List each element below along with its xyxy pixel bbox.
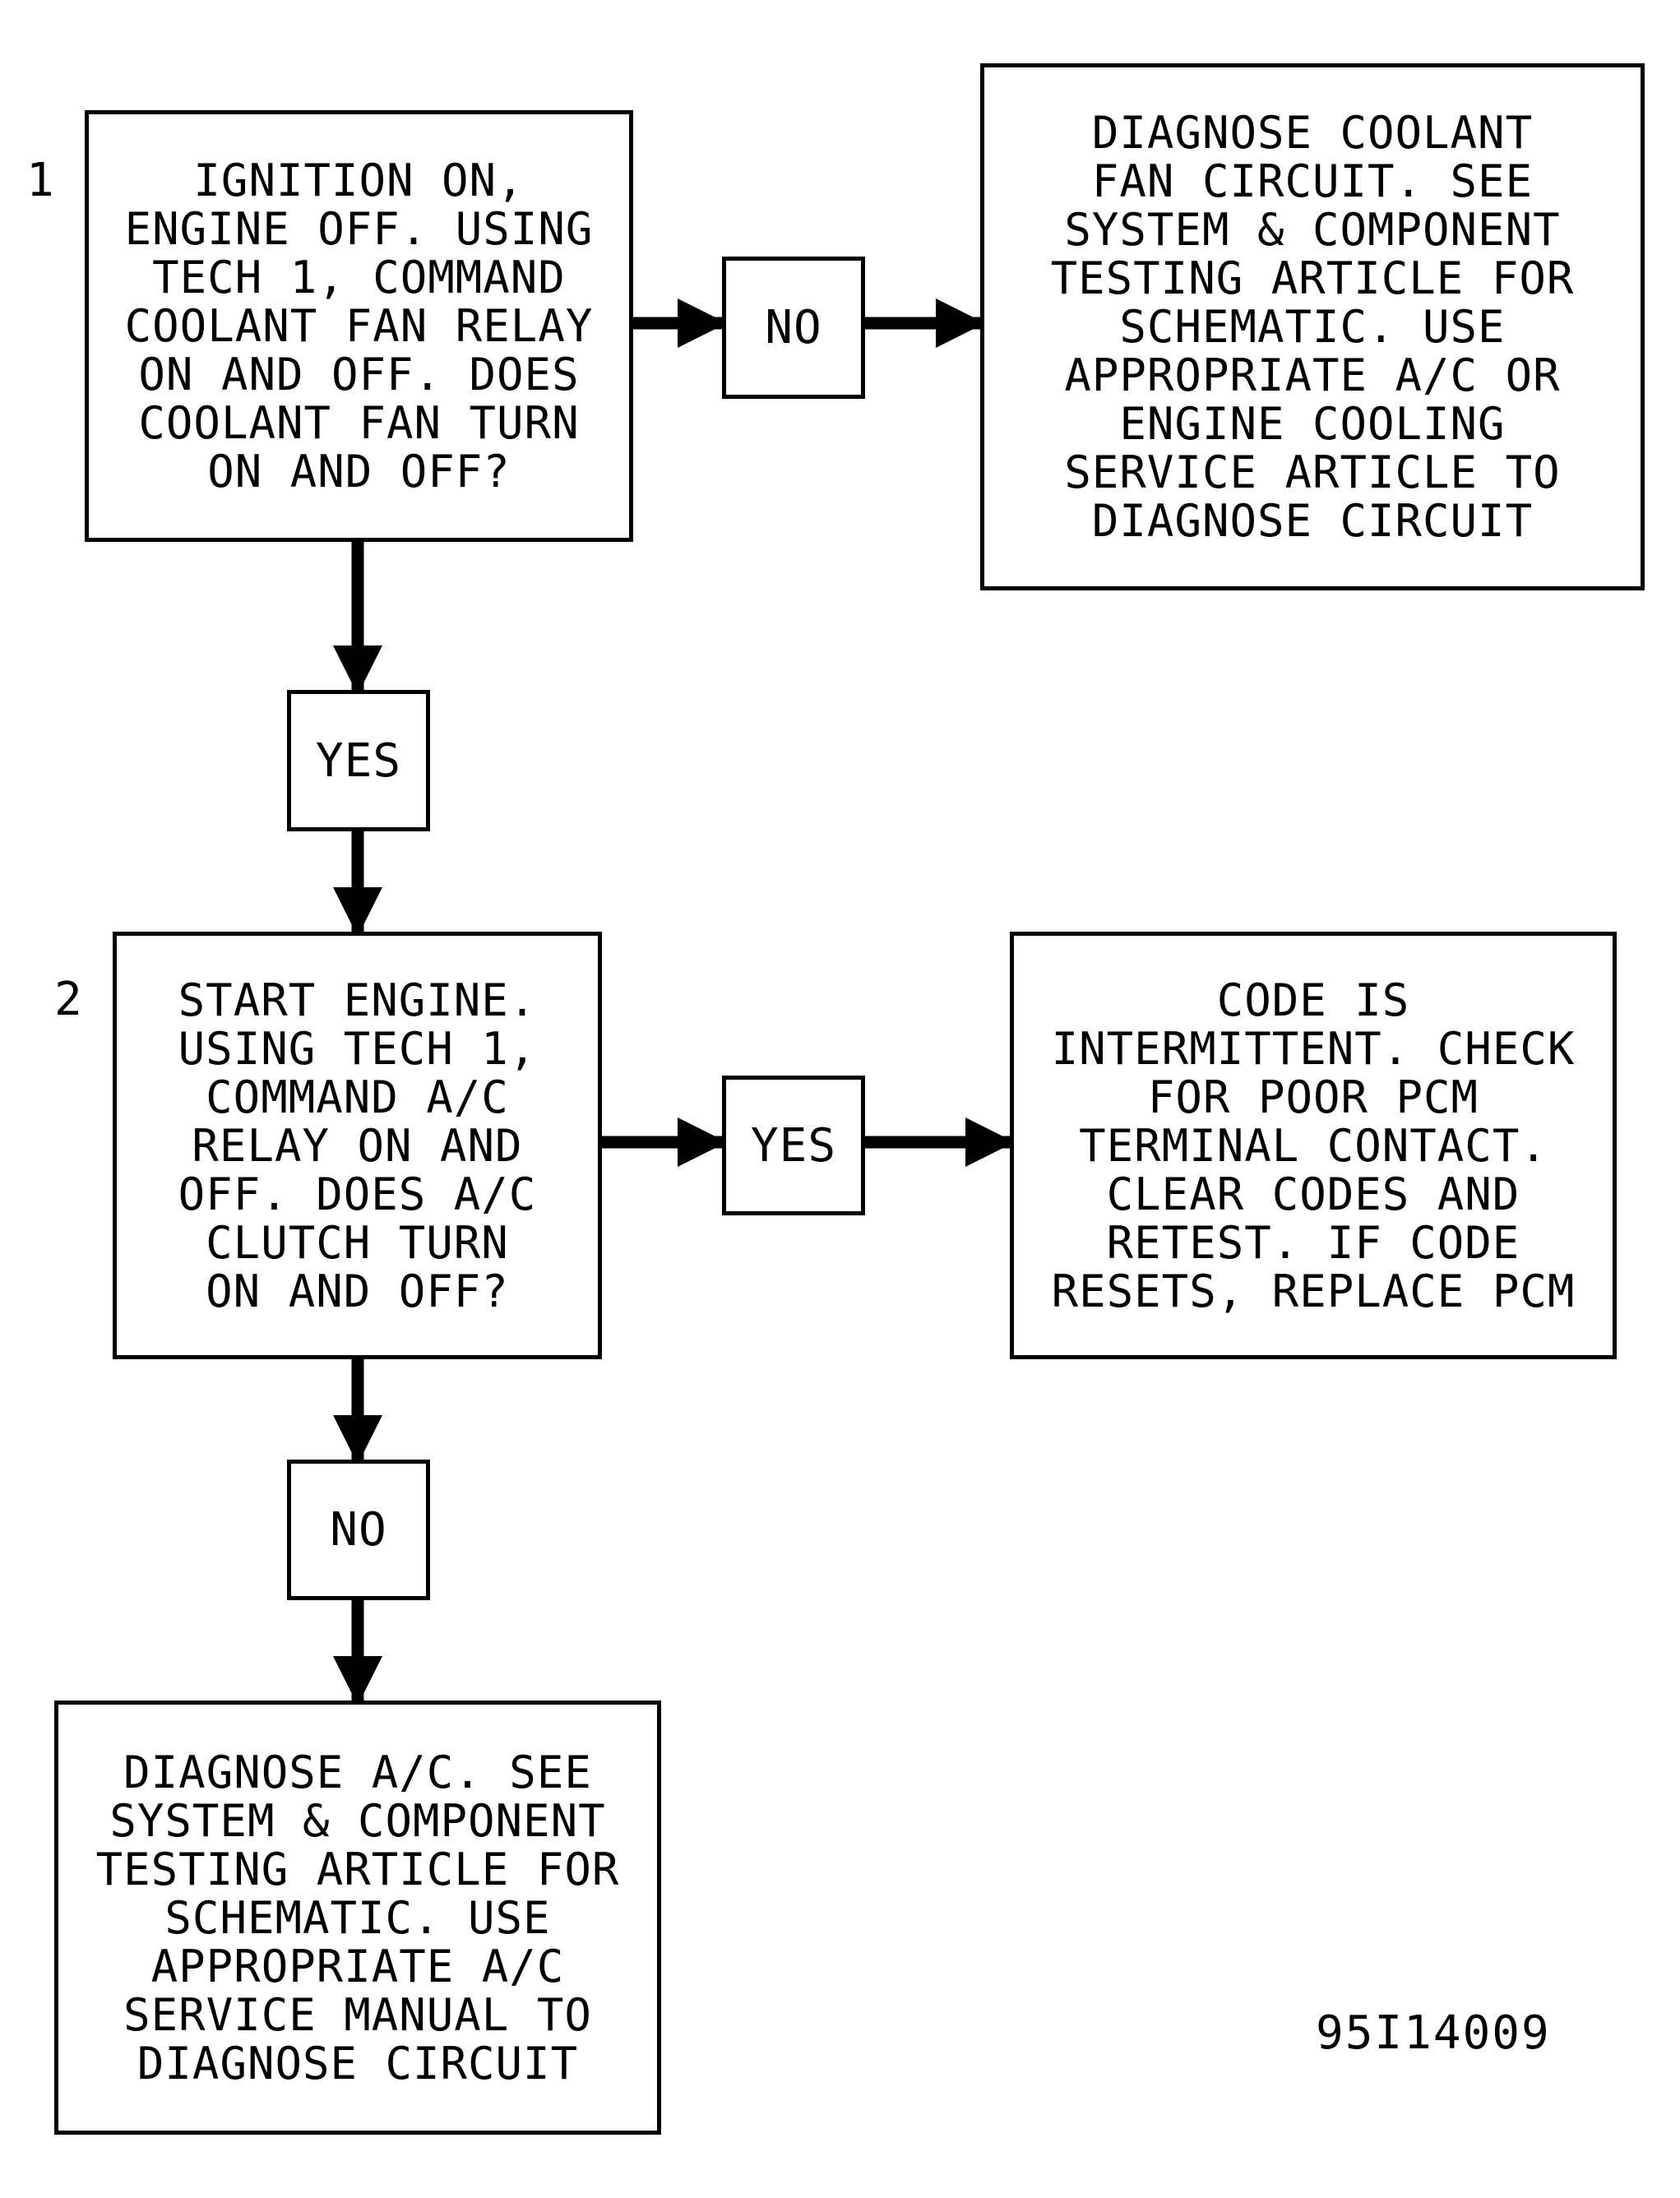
coolant-fan-diagnosis-text: DIAGNOSE COOLANT FAN CIRCUIT. SEE SYSTEM… [1050,107,1575,547]
coolant-fan-diagnosis-box: DIAGNOSE COOLANT FAN CIRCUIT. SEE SYSTEM… [980,63,1645,590]
step-2-yes-label: YES [750,1118,837,1173]
ac-diagnosis-text: DIAGNOSE A/C. SEE SYSTEM & COMPONENT TES… [95,1746,620,2089]
step-1-question-text: IGNITION ON, ENGINE OFF. USING TECH 1, C… [124,155,594,497]
step-1-yes-label: YES [315,733,402,788]
step-1-question-box: IGNITION ON, ENGINE OFF. USING TECH 1, C… [85,110,633,542]
step-1-no-label-box: NO [722,257,865,399]
intermittent-code-result-box: CODE IS INTERMITTENT. CHECK FOR POOR PCM… [1010,932,1617,1359]
step-2-no-label-box: NO [287,1460,430,1600]
step-1-no-label: NO [765,301,822,354]
step-2-no-label: NO [330,1503,387,1557]
step-2-question-text: START ENGINE. USING TECH 1, COMMAND A/C … [178,974,537,1317]
step-2-question-box: START ENGINE. USING TECH 1, COMMAND A/C … [113,932,602,1359]
ac-diagnosis-box: DIAGNOSE A/C. SEE SYSTEM & COMPONENT TES… [54,1701,661,2135]
intermittent-code-result-text: CODE IS INTERMITTENT. CHECK FOR POOR PCM… [1051,974,1576,1317]
step-2-yes-label-box: YES [722,1076,865,1215]
step-2-number: 2 [54,973,82,1026]
step-1-yes-label-box: YES [287,690,430,831]
figure-code: 95I14009 [1316,2006,1551,2060]
step-1-number: 1 [26,154,54,207]
